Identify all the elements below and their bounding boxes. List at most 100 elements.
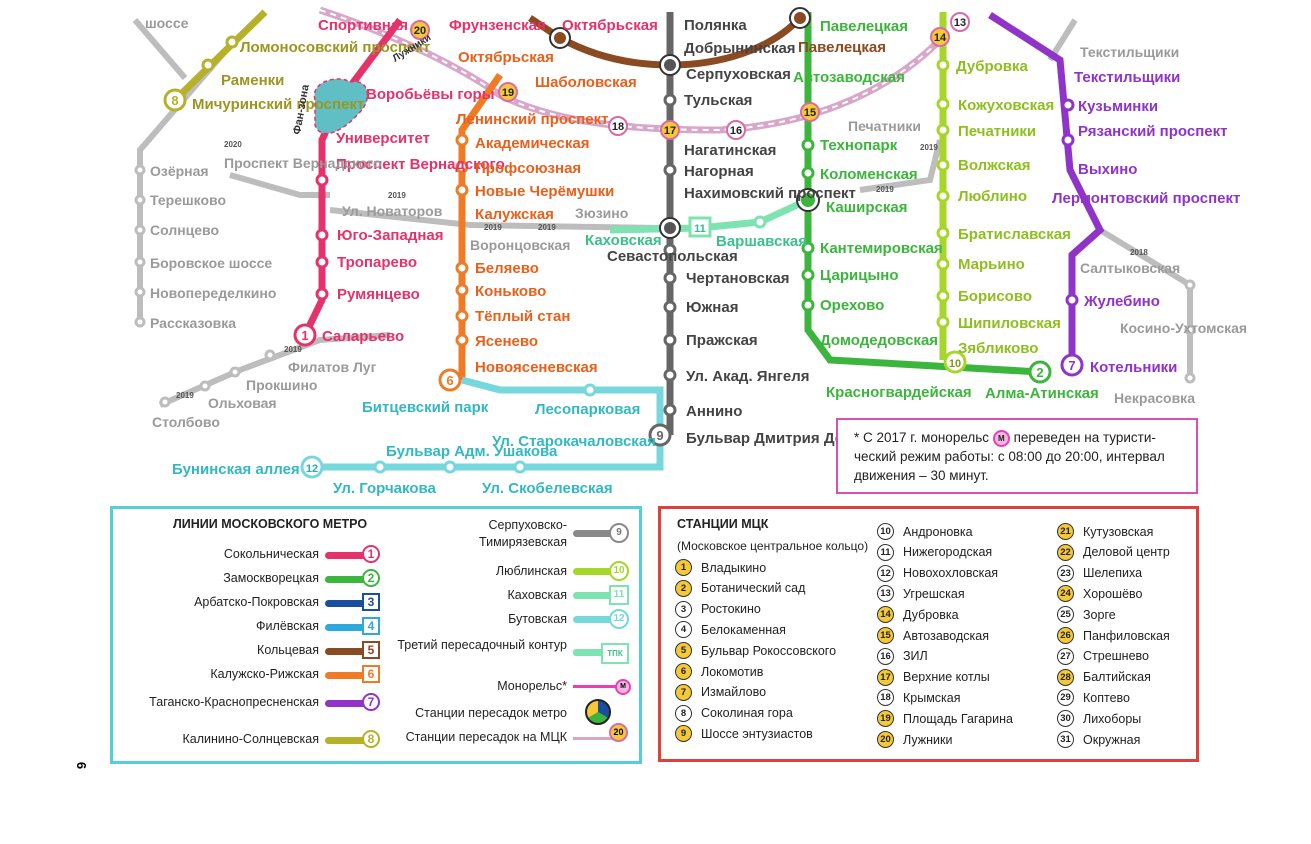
mck-line-sample <box>573 737 613 740</box>
mck-station-row: 9 Шоссе энтузиастов <box>675 725 813 742</box>
mck-station-row: 25Зорге <box>1057 606 1116 623</box>
station-oktyabrskaya-5: Октябрьская <box>562 17 658 34</box>
mck-station-name: Шоссе энтузиастов <box>701 727 813 741</box>
year-2019-d: 2019 <box>876 185 894 194</box>
legend-line-5-badge: 5 <box>362 641 380 659</box>
station-nagatinskaya: Нагатинская <box>684 142 776 159</box>
station-oktyabrskaya-6: Октябрьская <box>458 49 554 66</box>
station-kozhukhovskaya: Кожуховская <box>958 97 1054 114</box>
badge-6: 6 <box>446 373 453 388</box>
station-tsaritsyno: Царицыно <box>820 267 899 284</box>
mck-badge-17: 17 <box>664 125 676 137</box>
mck-station-number: 16 <box>877 648 894 665</box>
mck-station-number: 27 <box>1057 648 1074 665</box>
station-zyablikovo: Зябликово <box>958 340 1038 357</box>
mck-station-name: ЗИЛ <box>903 649 928 663</box>
mck-station-name: Локомотив <box>701 665 763 679</box>
mck-station-row: 31Окружная <box>1057 731 1140 748</box>
badge-9: 9 <box>656 428 663 443</box>
legend-line-3-label: Арбатско-Покровская <box>133 595 319 609</box>
mck-station-name: Стрешнево <box>1083 649 1149 663</box>
mck-station-number: 29 <box>1057 689 1074 706</box>
station-yugo-zapadnaya: Юго-Западная <box>337 227 444 244</box>
mck-station-name: Деловой центр <box>1083 545 1170 559</box>
mck-station-number: 3 <box>675 601 692 618</box>
mck-station-row: 3 Ростокино <box>675 601 761 618</box>
mck-station-number: 9 <box>675 725 692 742</box>
station-orekhovo: Орехово <box>820 297 884 314</box>
station-chertanovskaya: Чертановская <box>686 270 790 287</box>
mck-station-name: Коптево <box>1083 691 1130 705</box>
mck-station-number: 10 <box>877 523 894 540</box>
mck-station-number: 30 <box>1057 710 1074 727</box>
legend-line-9-label: Серпуховско-Тимирязевская <box>413 517 567 551</box>
mck-station-number: 4 <box>675 621 692 638</box>
future-vorontsovskaya: Воронцовская <box>470 237 570 253</box>
future-novoperedelkino: Новопеределкино <box>150 285 276 301</box>
mck-station-name: Ростокино <box>701 602 761 616</box>
future-pr-vernadskogo: Проспект Вернадского <box>224 155 382 171</box>
future-olkhovaya: Ольховая <box>208 395 277 411</box>
station-zhulebino: Жулебино <box>1083 293 1160 310</box>
mck-station-number: 14 <box>877 606 894 623</box>
badge-8: 8 <box>171 93 178 108</box>
station-nagornaya: Нагорная <box>684 163 754 180</box>
mck-station-name: Окружная <box>1083 733 1140 747</box>
station-shabolovskaya: Шаболовская <box>535 74 637 91</box>
station-sevastopolskaya: Севастопольская <box>607 248 738 265</box>
badge-1: 1 <box>301 328 308 343</box>
mck-station-number: 22 <box>1057 544 1074 561</box>
year-2019-e: 2019 <box>920 143 938 152</box>
mck-station-row: 20Лужники <box>877 731 952 748</box>
year-2019-c: 2019 <box>538 223 556 232</box>
labels-line-10: Дубровка Кожуховская Печатники Волжская … <box>956 58 1071 357</box>
mck-station-number: 11 <box>877 544 894 561</box>
mck-title: СТАНЦИИ МЦК <box>677 517 768 531</box>
station-kakhovskaya: Каховская <box>585 232 662 249</box>
station-kuzminki: Кузьминки <box>1078 98 1158 115</box>
mck-station-row: 5Бульвар Рокоссовского <box>675 642 836 659</box>
station-kotelniki: Котельники <box>1090 359 1177 376</box>
year-2019-b: 2019 <box>484 223 502 232</box>
mck-station-name: Угрешская <box>903 587 965 601</box>
mck-station-name: Панфиловская <box>1083 629 1170 643</box>
mck-station-number: 19 <box>877 710 894 727</box>
future-nekrasovka: Некрасовка <box>1114 390 1195 406</box>
future-shosse: шоссе <box>145 15 189 31</box>
mck-station-row: 14Дубровка <box>877 606 959 623</box>
mck-station-number: 20 <box>877 731 894 748</box>
future-stolbovo: Столбово <box>152 414 220 430</box>
mck-station-name: Зорге <box>1083 608 1116 622</box>
legend-line-12-label: Бутовская <box>413 611 567 628</box>
mck-station-name: Площадь Гагарина <box>903 712 1013 726</box>
mck-station-number: 2 <box>675 580 692 597</box>
mono-line-sample <box>573 685 619 688</box>
mck-station-number: 15 <box>877 627 894 644</box>
legend-line-1-badge: 1 <box>362 545 380 563</box>
station-teply-stan: Тёплый стан <box>475 308 570 325</box>
future-rasskazovka: Рассказовка <box>150 315 236 331</box>
station-buninskaya: Бунинская аллея <box>172 461 300 478</box>
mck-badge-18: 18 <box>612 121 624 133</box>
mck-station-name: Новохохловская <box>903 566 998 580</box>
legend-mono-label: Монорельс* <box>397 679 567 693</box>
station-tekstilshchiki: Текстильщики <box>1074 69 1180 86</box>
mck-station-name: Крымская <box>903 691 961 705</box>
mck-station-number: 8 <box>675 705 692 722</box>
mck-station-number: 28 <box>1057 669 1074 686</box>
station-profsoyuznaya: Профсоюзная <box>475 160 581 177</box>
station-gorchakova: Ул. Горчакова <box>333 480 437 497</box>
station-salaryevo: Саларьево <box>322 328 404 345</box>
badge-10: 10 <box>949 358 961 370</box>
legend-transfer-label: Станции пересадок метро <box>363 706 567 720</box>
station-bitsevsky-park: Битцевский парк <box>362 399 489 416</box>
station-konkovo: Коньково <box>475 283 546 300</box>
mck-station-name: Кутузовская <box>1083 525 1153 539</box>
mck-station-row: 30Лихоборы <box>1057 710 1141 727</box>
station-shipilovskaya: Шипиловская <box>958 315 1061 332</box>
